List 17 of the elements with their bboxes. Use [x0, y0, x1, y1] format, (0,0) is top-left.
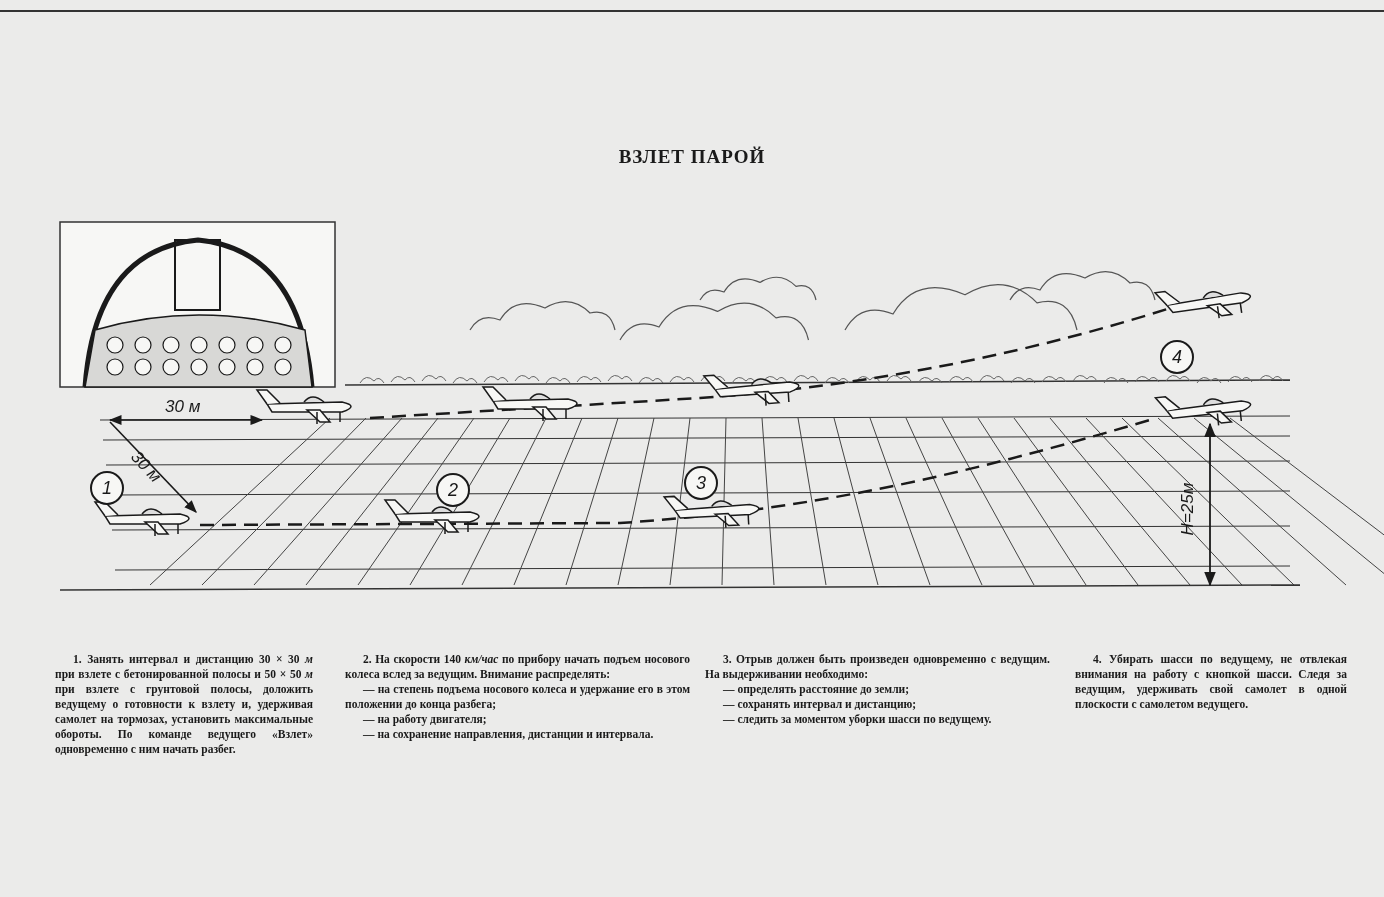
- callout-number: 3: [684, 466, 718, 500]
- dimension-label: 30 м: [127, 447, 165, 487]
- instruction-paragraph: 4. Убирать шасси по ведущему, не отвлекая внимания на работу с кнопкой шасси. Следя за ведущим, удерживать свой самолет в одной плоскости с самолетом ведущего.: [1075, 652, 1347, 712]
- title: ВЗЛЕТ ПАРОЙ: [617, 146, 767, 168]
- callout-number: 4: [1160, 340, 1194, 374]
- list-item: — определять расстояние до земли;: [722, 682, 911, 697]
- list-item: — сохранять интервал и дистанцию;: [722, 697, 918, 712]
- dimension-label: 30 м: [165, 398, 201, 416]
- list-item: — на сохранение направления, дистанции и интервала.: [362, 727, 655, 742]
- instruction-paragraph: 1. Занять интервал и дистанцию 30 × 30 м при взлете с бетонированной полосы и 50 × 50 м при взлете с грунтовой полосы, доложить ведущему о готовности к взлету и, удерживая самолет на тормозах, установить максимальные обороты. По команде ведущего «Взлет» одновременно с ним начать разбег.: [55, 652, 313, 757]
- list-item: — на степень подъема носового колеса и удержание его в этом положении до конца разбега;: [345, 682, 690, 712]
- dimension-label: Н=25м: [1179, 482, 1198, 536]
- instruction-paragraph: 3. Отрыв должен быть произведен одновременно с ведущим. На выдерживании необходимо:: [705, 652, 1050, 682]
- list-item: — на работу двигателя;: [362, 712, 488, 727]
- instruction-paragraph: 2. На скорости 140 км/час по прибору начать подъем носового колеса вслед за ведущим. Внимание распределять:: [345, 652, 690, 682]
- list-item: — следить за моментом уборки шасси по ведущему.: [722, 712, 993, 727]
- callout-number: 2: [436, 473, 470, 507]
